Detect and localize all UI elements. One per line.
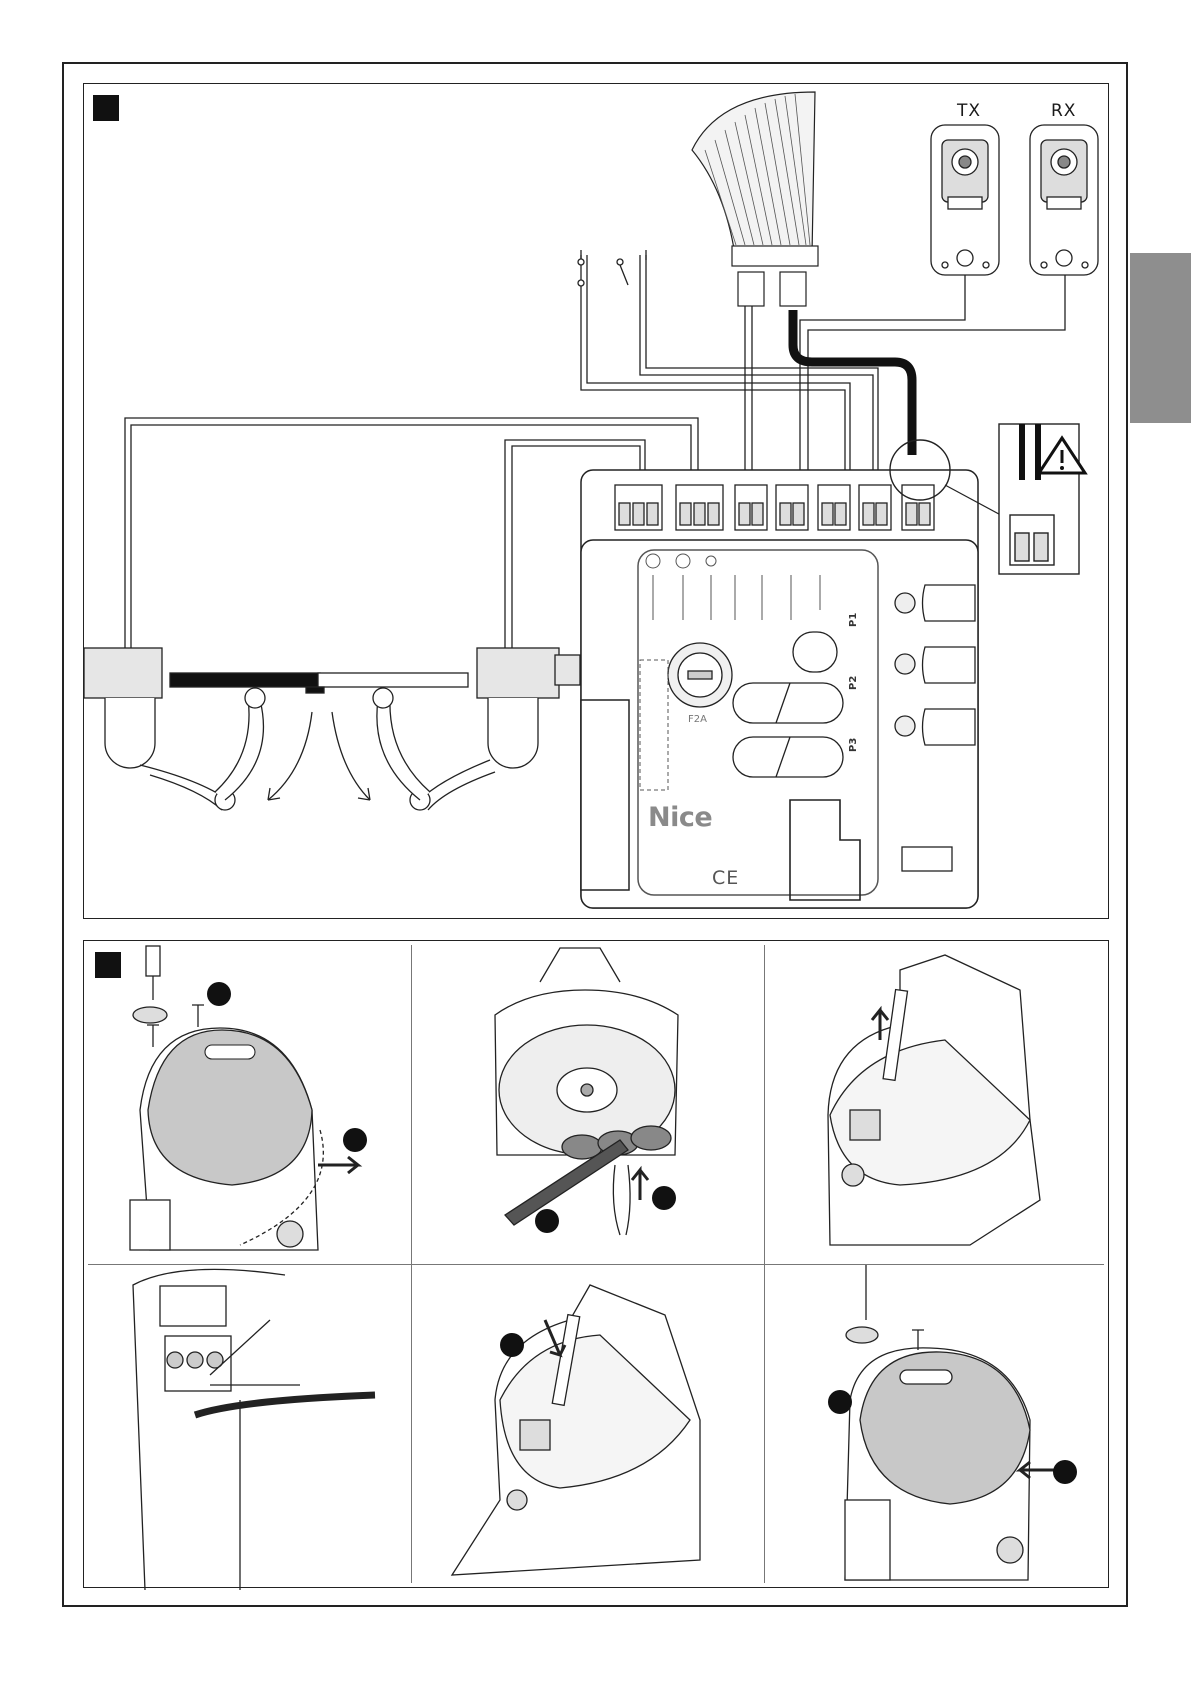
step-marker	[500, 1333, 524, 1357]
step-refit-cover	[845, 1265, 1060, 1580]
step-marker	[535, 1209, 559, 1233]
step-marker	[1053, 1460, 1077, 1484]
step-marker	[652, 1186, 676, 1210]
step-connect-cable	[133, 1269, 375, 1590]
step-pierce-membrane	[495, 948, 678, 1235]
step-open-terminal	[828, 955, 1040, 1245]
step-remove-cover	[130, 946, 358, 1250]
step-marker	[828, 1390, 852, 1414]
step-fasten-terminal	[452, 1285, 700, 1575]
step-marker	[207, 982, 231, 1006]
step-marker	[343, 1128, 367, 1152]
